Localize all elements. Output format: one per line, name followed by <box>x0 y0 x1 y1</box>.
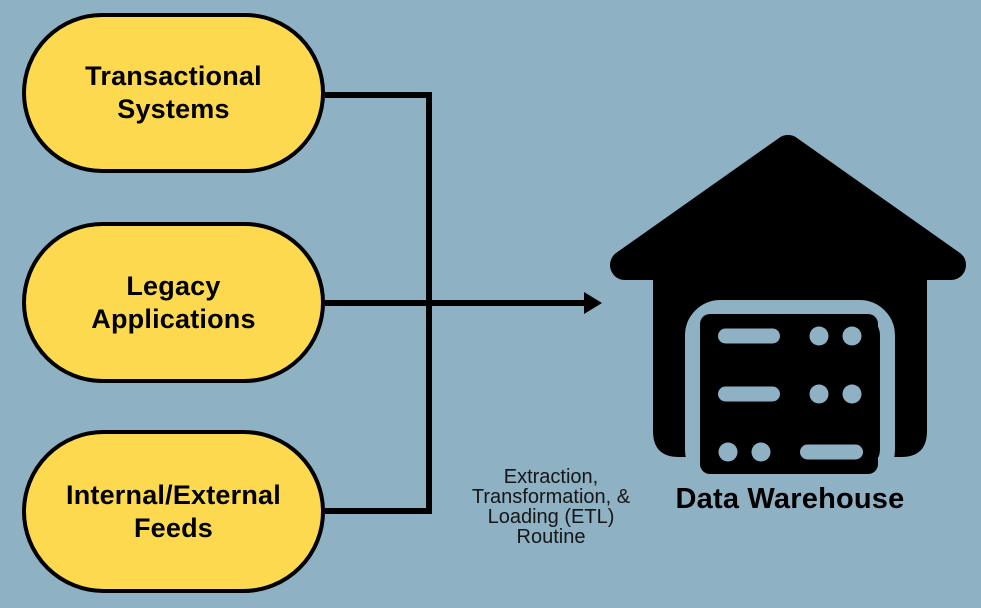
warehouse-label: Data Warehouse <box>675 483 905 515</box>
server-light <box>809 384 829 404</box>
house-roof <box>610 135 966 280</box>
server-slot-bar <box>718 328 780 344</box>
server-row-2 <box>700 372 878 416</box>
node-label: Transactional Systems <box>85 61 262 124</box>
server-slot-bar <box>718 386 780 402</box>
server-light <box>718 442 738 462</box>
etl-routine-label: Extraction, Transformation, & Loading (E… <box>471 466 631 548</box>
server-light <box>809 326 829 346</box>
server-light <box>751 442 771 462</box>
connector-arrow-shaft <box>325 300 586 306</box>
arrowhead-icon <box>584 292 602 314</box>
node-legacy-applications: Legacy Applications <box>22 222 325 383</box>
connector-bottom-horizontal <box>325 508 431 514</box>
server-light <box>842 326 862 346</box>
house-server-icon <box>610 135 966 485</box>
server-row-3 <box>700 430 878 474</box>
node-label: Legacy Applications <box>91 270 256 334</box>
server-row-1 <box>700 314 878 358</box>
server-light <box>842 384 862 404</box>
server-rack-frame <box>685 300 895 485</box>
connector-top-horizontal <box>325 92 431 98</box>
node-internal-external-feeds: Internal/External Feeds <box>22 430 325 593</box>
node-label: Internal/External Feeds <box>66 479 281 543</box>
server-slot-bar <box>800 444 863 460</box>
node-transactional-systems: Transactional Systems <box>22 13 325 173</box>
